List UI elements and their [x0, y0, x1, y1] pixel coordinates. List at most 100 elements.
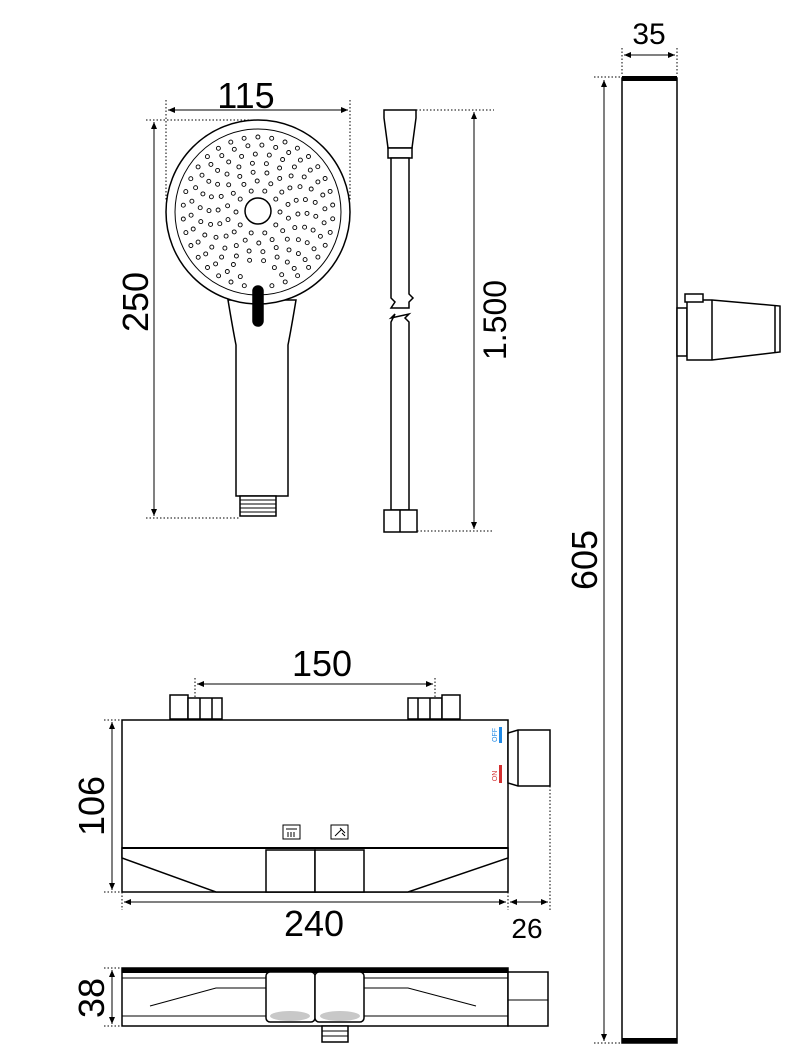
spray-nozzle — [259, 142, 265, 148]
spray-nozzle — [237, 173, 243, 179]
spray-nozzle — [263, 161, 269, 167]
spray-nozzle — [302, 257, 308, 263]
spray-nozzle — [250, 169, 256, 175]
spray-nozzle — [284, 236, 290, 242]
spray-nozzle — [188, 243, 194, 248]
spray-nozzle — [224, 269, 230, 274]
spray-nozzle — [226, 182, 232, 188]
dim-hose-length-label: 1.500 — [477, 280, 513, 360]
spray-nozzle — [269, 135, 275, 141]
spray-nozzle — [271, 265, 277, 271]
spray-nozzle — [252, 151, 258, 157]
spray-nozzle — [247, 257, 253, 263]
spray-nozzle — [269, 283, 275, 289]
spray-nozzle — [321, 220, 327, 226]
spray-nozzle — [205, 265, 210, 270]
spray-nozzle — [322, 176, 328, 181]
spray-nozzle — [291, 265, 297, 271]
spray-nozzle — [233, 209, 239, 215]
dim-mixer-depth-label: 38 — [71, 978, 112, 1018]
spray-nozzle — [216, 273, 222, 279]
spray-nozzle — [215, 181, 221, 187]
dim-inlet-spacing — [194, 678, 436, 697]
spray-nozzle — [280, 157, 286, 162]
spray-nozzle — [237, 222, 243, 228]
spray-nozzle — [230, 262, 236, 267]
spray-nozzle — [312, 199, 318, 205]
dim-bar-width-label: 35 — [632, 18, 665, 51]
rain-shower-icon — [282, 824, 301, 840]
spray-nozzle — [225, 203, 231, 209]
spray-nozzle — [315, 179, 321, 185]
spray-nozzle — [302, 224, 308, 230]
spray-nozzle — [301, 174, 307, 180]
off-label: OFF — [492, 728, 499, 742]
spray-nozzle — [255, 134, 261, 140]
on-label: ON — [492, 771, 499, 782]
spray-nozzle — [304, 210, 310, 216]
spray-nozzle — [213, 234, 219, 240]
inlet-right — [407, 694, 461, 720]
spray-nozzle — [208, 161, 214, 167]
spray-nozzle — [241, 181, 247, 187]
dim-hose-length — [416, 109, 494, 532]
spray-nozzle — [293, 197, 299, 203]
spray-nozzle — [206, 208, 212, 214]
spray-nozzle — [273, 245, 279, 251]
spray-nozzle — [288, 173, 294, 179]
hand-shower-icon — [330, 824, 349, 840]
dim-handshower-height-label: 250 — [115, 272, 156, 332]
spray-nozzle — [277, 175, 283, 181]
spray-nozzle — [215, 145, 221, 151]
spray-nozzle — [248, 188, 254, 194]
spray-nozzle — [188, 212, 194, 218]
spray-nozzle — [209, 244, 215, 250]
thermostatic-mixer-front — [121, 694, 551, 893]
spray-nozzle — [302, 197, 308, 203]
spray-nozzle — [241, 135, 247, 141]
spray-nozzle — [190, 226, 196, 232]
dim-mixer-width-label: 240 — [284, 903, 344, 944]
spray-nozzle — [317, 233, 323, 239]
spray-nozzle — [233, 243, 239, 249]
spray-nozzle — [261, 258, 267, 264]
spray-nozzle — [306, 264, 312, 270]
dim-handshower-height — [146, 119, 258, 519]
spray-nozzle — [206, 178, 212, 184]
button-shadow-right — [320, 1011, 360, 1021]
spray-nozzle — [225, 217, 231, 223]
spray-nozzle — [268, 181, 274, 187]
spray-nozzle — [208, 194, 214, 200]
spray-nozzle — [295, 251, 301, 257]
spray-nozzle — [274, 254, 280, 260]
dim-inlet-spacing-label: 150 — [292, 643, 352, 684]
spray-nozzle — [269, 237, 275, 243]
spray-nozzle — [284, 259, 290, 265]
dim-mixer-height — [104, 719, 122, 893]
spray-nozzle — [266, 152, 272, 158]
dim-mixer-depth — [104, 967, 122, 1027]
spray-nozzle — [264, 170, 270, 176]
button-shadow-left — [270, 1011, 310, 1021]
spray-nozzle — [330, 216, 336, 222]
shower-hose — [383, 109, 418, 533]
inlet-left — [169, 694, 223, 720]
spray-nozzle — [215, 207, 221, 213]
spray-nozzle — [277, 209, 283, 215]
dim-mixer-width — [121, 892, 509, 910]
spray-nozzle — [195, 164, 201, 170]
spray-nozzle — [282, 279, 288, 285]
spray-nozzle — [219, 254, 225, 260]
spray-nozzle — [322, 206, 328, 212]
spray-nozzle — [242, 237, 248, 243]
spray-nozzle — [228, 279, 234, 285]
spray-nozzle — [200, 191, 206, 197]
spray-nozzle — [315, 164, 321, 170]
spray-nozzle — [327, 188, 333, 194]
spray-nozzle — [304, 240, 310, 246]
spray-nozzle — [287, 185, 293, 191]
spray-nozzle — [215, 167, 221, 173]
spray-nozzle — [222, 245, 228, 251]
slide-bar-holder — [676, 293, 781, 361]
spray-nozzle — [280, 228, 286, 234]
